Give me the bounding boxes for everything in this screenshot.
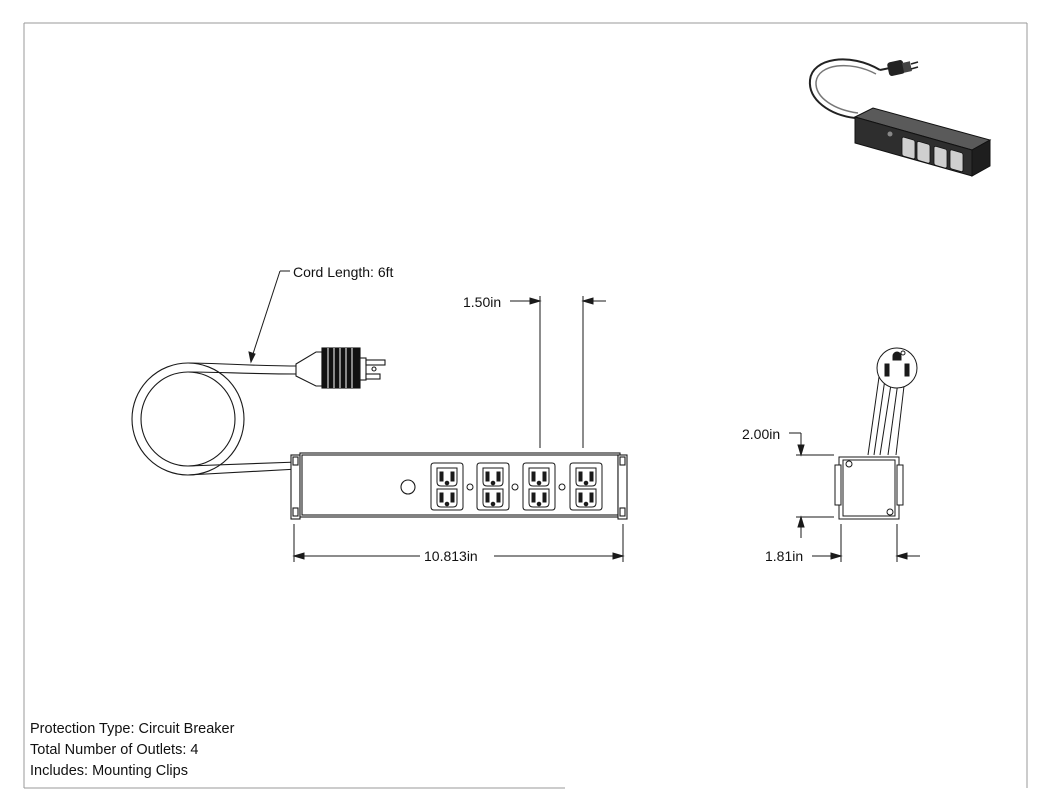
outlet-spacing-dimension: [510, 296, 606, 448]
outlet-icon-2: [476, 462, 510, 511]
spec-protection-type: Protection Type: Circuit Breaker: [30, 721, 235, 737]
screw-icon: [886, 508, 894, 516]
height-label: 2.00in: [742, 426, 781, 442]
spec-total-outlets: Total Number of Outlets: 4: [30, 742, 199, 758]
outlet-icon-1: [430, 462, 464, 511]
isometric-view: [808, 58, 992, 177]
cord-length-leader: [248, 270, 290, 364]
outlets: [430, 462, 603, 511]
breaker-button-icon: [400, 479, 416, 495]
spec-includes: Includes: Mounting Clips: [30, 763, 188, 779]
plug-icon: [295, 347, 386, 389]
height-dimension: [789, 432, 834, 538]
screw-icon: [558, 483, 566, 491]
spec-list: Protection Type: Circuit Breaker Total N…: [30, 719, 234, 782]
iso-outlets: [901, 136, 964, 173]
outlet-icon-3: [522, 462, 556, 511]
front-view: [131, 347, 628, 520]
drawing-border: [23, 22, 1028, 789]
side-plug-icon: [876, 347, 918, 389]
cord-length-label: Cord Length: 6ft: [293, 264, 394, 280]
overall-length-dimension: [292, 524, 625, 562]
screw-icon: [466, 483, 474, 491]
depth-dimension: [812, 524, 920, 562]
side-view: [834, 347, 918, 520]
screw-icon: [845, 460, 853, 468]
outlet-icon-4: [569, 462, 603, 511]
depth-label: 1.81in: [765, 548, 804, 564]
outlet-spacing-label: 1.50in: [463, 294, 502, 310]
screw-icon: [511, 483, 519, 491]
iso-plug-icon: [887, 60, 919, 76]
overall-length-label: 10.813in: [424, 548, 478, 564]
